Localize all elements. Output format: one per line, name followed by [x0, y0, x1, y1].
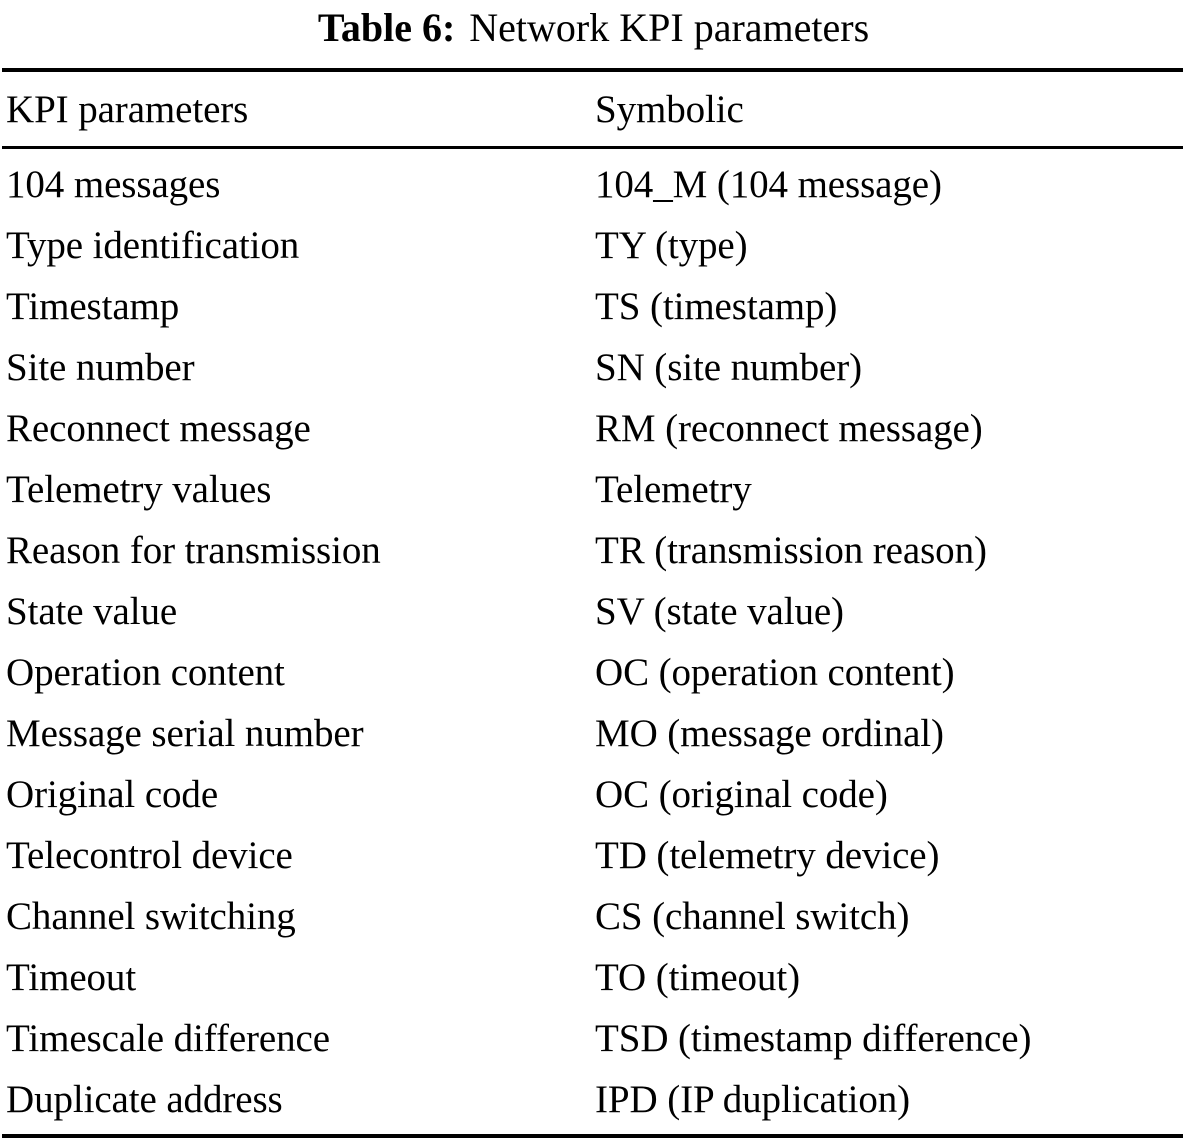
cell-symbolic: TY (type): [595, 224, 748, 267]
cell-kpi-parameter: Timestamp: [6, 285, 180, 328]
table-top-rule: [2, 68, 1183, 72]
cell-kpi-parameter: Timeout: [6, 956, 137, 999]
table-caption-label: Table 6:: [317, 5, 456, 50]
cell-kpi-parameter: Reason for transmission: [6, 529, 381, 572]
table-row: Telecontrol device TD (telemetry device): [0, 825, 1187, 886]
cell-symbolic: TSD (timestamp difference): [595, 1017, 1032, 1060]
cell-kpi-parameter: Type identification: [6, 224, 300, 267]
cell-symbolic: SN (site number): [595, 346, 863, 389]
cell-symbolic: Telemetry: [595, 468, 752, 511]
table-row: Timestamp TS (timestamp): [0, 276, 1187, 337]
table-caption-text: Network KPI parameters: [469, 5, 870, 50]
cell-kpi-parameter: State value: [6, 590, 178, 633]
cell-symbolic: 104_M (104 message): [595, 163, 942, 206]
table-row: Duplicate address IPD (IP duplication): [0, 1069, 1187, 1130]
table-row: Timescale difference TSD (timestamp diffe…: [0, 1008, 1187, 1069]
table-header-rule: [2, 146, 1183, 149]
table-row: Type identification TY (type): [0, 215, 1187, 276]
cell-symbolic: RM (reconnect message): [595, 407, 983, 450]
cell-kpi-parameter: Original code: [6, 773, 219, 816]
table-row: Timeout TO (timeout): [0, 947, 1187, 1008]
table-row: State value SV (state value): [0, 581, 1187, 642]
table-row: Message serial number MO (message ordinal…: [0, 703, 1187, 764]
cell-kpi-parameter: Operation content: [6, 651, 285, 694]
table-row: Operation content OC (operation content): [0, 642, 1187, 703]
cell-symbolic: IPD (IP duplication): [595, 1078, 911, 1121]
table-row: Site number SN (site number): [0, 337, 1187, 398]
table-row: Telemetry values Telemetry: [0, 459, 1187, 520]
cell-symbolic: SV (state value): [595, 590, 844, 633]
cell-kpi-parameter: Channel switching: [6, 895, 296, 938]
column-header-symbolic: Symbolic: [595, 88, 744, 131]
cell-symbolic: TD (telemetry device): [595, 834, 940, 877]
table-body: 104 messages 104_M (104 message) Type iden…: [0, 154, 1187, 1130]
cell-symbolic: OC (operation content): [595, 651, 955, 694]
table-row: Reason for transmission TR (transmission …: [0, 520, 1187, 581]
table-row: 104 messages 104_M (104 message): [0, 154, 1187, 215]
cell-symbolic: CS (channel switch): [595, 895, 910, 938]
cell-kpi-parameter: Message serial number: [6, 712, 364, 755]
cell-kpi-parameter: Timescale difference: [6, 1017, 330, 1060]
cell-kpi-parameter: Telemetry values: [6, 468, 272, 511]
table-row: Original code OC (original code): [0, 764, 1187, 825]
table-row: Channel switching CS (channel switch): [0, 886, 1187, 947]
cell-kpi-parameter: Telecontrol device: [6, 834, 293, 877]
column-header-kpi-parameters: KPI parameters: [6, 88, 249, 131]
cell-kpi-parameter: Reconnect message: [6, 407, 311, 450]
table-header-row: KPI parameters Symbolic: [0, 78, 1187, 144]
cell-symbolic: TR (transmission reason): [595, 529, 987, 572]
cell-kpi-parameter: Duplicate address: [6, 1078, 283, 1121]
table-row: Reconnect message RM (reconnect message): [0, 398, 1187, 459]
cell-kpi-parameter: Site number: [6, 346, 195, 389]
cell-symbolic: MO (message ordinal): [595, 712, 944, 755]
cell-symbolic: OC (original code): [595, 773, 888, 816]
cell-kpi-parameter: 104 messages: [6, 163, 221, 206]
table-bottom-rule: [2, 1134, 1183, 1138]
cell-symbolic: TS (timestamp): [595, 285, 838, 328]
cell-symbolic: TO (timeout): [595, 956, 800, 999]
table-caption: Table 6: Network KPI parameters: [0, 0, 1187, 62]
